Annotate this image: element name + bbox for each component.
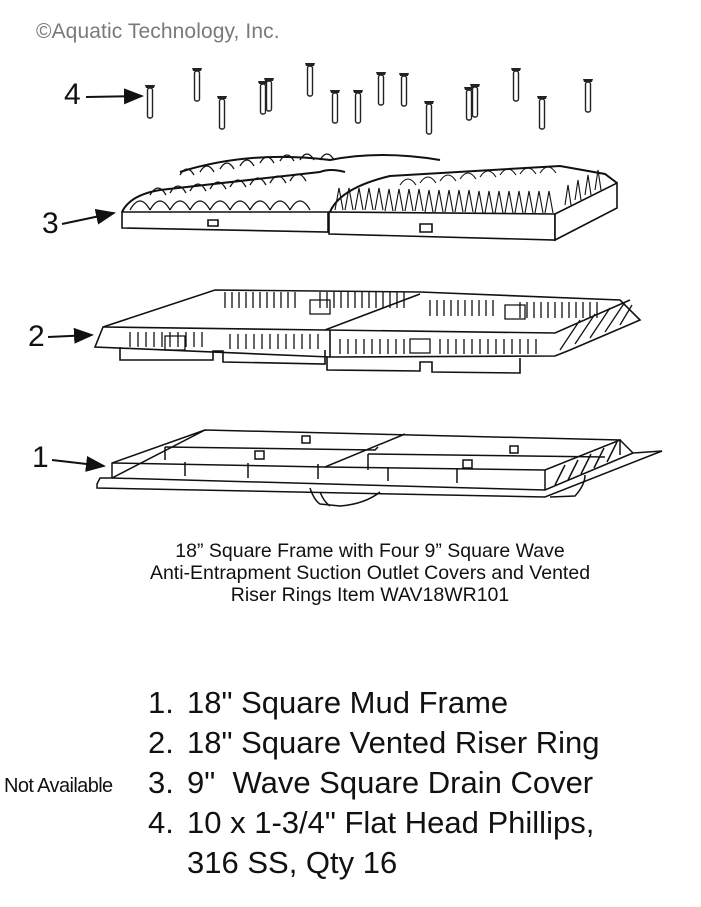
part-description: 316 SS, Qty 16 [187, 845, 398, 880]
exploded-view-diagram [47, 62, 663, 507]
parts-list-item-continuation: 316 SS, Qty 16 [0, 845, 701, 885]
callout-1: 1 [32, 441, 49, 474]
parts-list-item: 4. 10 x 1-3/4" Flat Head Phillips, [0, 805, 701, 845]
part-description: 18" Square Vented Riser Ring [187, 725, 600, 760]
part-description: 9" Wave Square Drain Cover [187, 765, 594, 800]
part-number: 3. [148, 765, 174, 800]
mud-frame-group [96, 429, 663, 507]
caption-line-2: Anti-Entrapment Suction Outlet Covers an… [149, 562, 591, 584]
riser-ring-group [93, 289, 642, 374]
diagram-caption: 18” Square Frame with Four 9” Square Wav… [80, 540, 660, 606]
part-number: 1. [148, 685, 174, 720]
caption-line-3: Riser Rings Item WAV18WR101 [230, 584, 510, 606]
drain-covers-group [121, 153, 618, 242]
callout-3: 3 [42, 207, 59, 240]
parts-list-item: 1. 18" Square Mud Frame [0, 685, 701, 725]
part-number: 2. [148, 725, 174, 760]
caption-line-1: 18” Square Frame with Four 9” Square Wav… [175, 540, 565, 562]
parts-list-item: Not Available 3. 9" Wave Square Drain Co… [0, 765, 701, 805]
part-description: 10 x 1-3/4" Flat Head Phillips, [187, 805, 595, 840]
part-description: 18" Square Mud Frame [187, 685, 509, 720]
callout-2: 2 [28, 320, 45, 353]
copyright-text: ©Aquatic Technology, Inc. [36, 20, 280, 43]
part-availability-note: Not Available [4, 775, 113, 797]
part-number: 4. [148, 805, 174, 840]
screws-group [144, 62, 594, 135]
parts-list-item: 2. 18" Square Vented Riser Ring [0, 725, 701, 765]
callout-4: 4 [64, 78, 81, 111]
